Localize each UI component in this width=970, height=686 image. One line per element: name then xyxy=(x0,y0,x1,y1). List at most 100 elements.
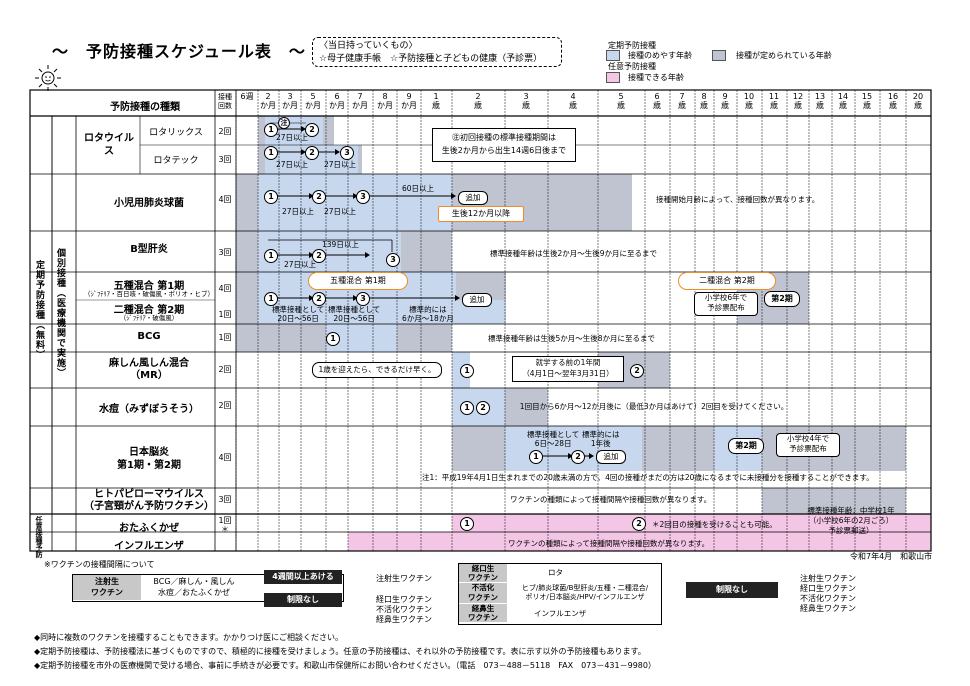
vari-1-dose-marker: 1 xyxy=(460,401,474,415)
legend-optional-label: 任意予防接種 xyxy=(608,62,656,71)
je-std1: 標準接種として 6日～28日 xyxy=(527,430,580,448)
hpv-name: ヒトパピローマウイルス （子宮頸がん予防ワクチン） xyxy=(84,489,214,512)
hepb-rec xyxy=(258,231,401,272)
je-add: 追加 xyxy=(596,450,626,464)
interval-nasal: 経鼻生 ワクチン xyxy=(459,604,507,622)
interval-target1: 注射生ワクチン xyxy=(376,574,432,583)
five-stage2: 第2期 xyxy=(764,291,800,307)
header-vaccine-type: 予防接種の種類 xyxy=(110,102,180,113)
age-10: 3 歳 xyxy=(522,92,530,110)
rota-note: ㊟初回接種の標準接種期間は 生後2か月から出生14週6日後まで xyxy=(432,128,576,162)
pcv-rec xyxy=(258,174,452,231)
pcv-interval-1: 27日以上 xyxy=(282,207,315,216)
rota-t2-dose-marker: 2 xyxy=(305,146,319,160)
interval-no-limit-2: 制限なし xyxy=(686,582,778,598)
header-dose-count: 接種回数 xyxy=(218,93,232,110)
vari-doses: 2回 xyxy=(218,401,232,410)
five-name1: 五種混合 第1期 xyxy=(113,281,185,292)
mumps-2-dose-marker: 2 xyxy=(632,517,646,531)
footnote-3: ◆定期予防接種を市外の医療機関で受ける場合、事前に手続きが必要です。和歌山市保健… xyxy=(34,661,656,670)
pcv-interval-2: 27日以上 xyxy=(324,207,357,216)
je-doses: 4回 xyxy=(218,453,232,462)
hepb-1-dose-marker: 1 xyxy=(264,249,278,263)
interval-four-weeks: 4週間以上あける xyxy=(264,570,342,584)
rota-arrow-3-head xyxy=(335,149,340,155)
rota-sub2: ロタテック xyxy=(153,156,199,166)
rota-note-marker: 注 xyxy=(278,117,290,129)
vari-2-dose-marker: 2 xyxy=(476,401,490,415)
interval-inj: 注射生 ワクチン xyxy=(73,575,141,600)
pcv-arrow-3-head xyxy=(451,193,456,199)
mr-doses: 2回 xyxy=(218,365,232,374)
age-3: 5 か月 xyxy=(305,92,321,110)
five-std1: 標準接種として 20日～56日 xyxy=(272,305,325,323)
side-individual: 個別接種（医療機関で実施） xyxy=(55,248,65,378)
hepb-interval-2: 139日以上 xyxy=(322,240,359,249)
bcg-doses: 1回 xyxy=(218,333,232,342)
hpv-allowed xyxy=(762,488,906,514)
age-13: 6 歳 xyxy=(653,92,661,110)
pcv-doses: 4回 xyxy=(218,195,232,204)
interval-other-table xyxy=(458,563,662,625)
legend-optional-swatch xyxy=(606,72,620,83)
rota-sub2-doses: 3回 xyxy=(218,155,232,164)
hepb-2-dose-marker: 2 xyxy=(312,249,326,263)
five-3-dose-marker: 3 xyxy=(356,292,370,306)
interval-target2: 経口生ワクチン 不活化ワクチン 経鼻生ワクチン xyxy=(376,595,432,624)
je-stage2: 第2期 xyxy=(728,438,764,454)
footnote-2: ◆定期予防接種は、予防接種法に基づくものですので、積極的に接種を受けましょう。任… xyxy=(34,647,646,656)
rota-arrow-2-head xyxy=(301,149,306,155)
five-std2: 標準接種として 20日～56日 xyxy=(328,305,381,323)
age-8: 1 歳 xyxy=(432,92,440,110)
rota-interval-1: 27日以上 xyxy=(276,133,309,142)
age-23: 16 歳 xyxy=(887,92,899,110)
interval-target3: 注射生ワクチン 経口生ワクチン 不活化ワクチン 経鼻生ワクチン xyxy=(800,574,856,613)
rota-name: ロタウイルス xyxy=(84,133,134,157)
je-note: 注1：平成19年4月1日生まれまでの20歳未満の方で、4回の接種がまだの方は20… xyxy=(422,473,874,482)
five-2-dose-marker: 2 xyxy=(312,292,326,306)
side-optional: 任意接種予防 xyxy=(35,516,43,558)
five-std3: 標準的には 6か月～18か月 xyxy=(402,305,454,323)
age-4: 6 か月 xyxy=(329,92,345,110)
bcg-name: BCG xyxy=(137,331,161,342)
je-arrow-1-head xyxy=(568,453,573,459)
je-2-dose-marker: 2 xyxy=(571,450,585,464)
age-7: 9 か月 xyxy=(401,92,417,110)
age-18: 11 歳 xyxy=(768,92,780,110)
five-1-dose-marker: 1 xyxy=(264,292,278,306)
five-arrow-3-head xyxy=(455,295,460,301)
hepb-note: 標準接種年齢は生後2か月～生後9か月に至るまで xyxy=(490,249,658,258)
mumps-opt xyxy=(452,514,931,532)
legend-recommended-swatch xyxy=(606,50,620,61)
interval-inact-list: ヒブ/肺炎球菌/B型肝炎/五種・二種混合/ ポリオ/日本脳炎/HPV/インフルエ… xyxy=(521,584,649,601)
age-2: 3 か月 xyxy=(282,92,298,110)
rota-1-dose-marker: 1 xyxy=(264,123,278,137)
flu-note: ワクチンの種類によって接種間隔や接種回数が異なります。 xyxy=(508,539,710,548)
interval-nasal-list: インフルエンザ xyxy=(534,609,587,618)
mr-1-dose-marker: 1 xyxy=(460,364,474,378)
age-1: 2 か月 xyxy=(260,92,276,110)
mr-2-dose-marker: 2 xyxy=(630,364,644,378)
age-22: 15 歳 xyxy=(861,92,873,110)
pcv-name: 小児用肺炎球菌 xyxy=(114,198,184,209)
interval-no-limit: 制限なし xyxy=(264,593,342,607)
interval-oral: 経口生 ワクチン xyxy=(459,564,507,582)
age-11: 4 歳 xyxy=(569,92,577,110)
age-17: 10 歳 xyxy=(743,92,755,110)
rota-sub1: ロタリックス xyxy=(149,128,203,138)
je-fourth: 小学校4年で 予診票配布 xyxy=(776,433,840,457)
bring-heading: 〈当日持っていくもの〉 xyxy=(319,41,418,51)
mumps-doses: 1回 ＊ xyxy=(218,516,232,534)
rota-t3-dose-marker: 3 xyxy=(340,146,354,160)
five-doses1: 4回 xyxy=(218,284,232,293)
hepb-3-dose-marker: 3 xyxy=(386,253,400,267)
legend-allowed-swatch xyxy=(712,50,726,61)
age-5: 7 か月 xyxy=(352,92,368,110)
side-routine: 定期予防接種（無料） xyxy=(34,260,44,360)
age-14: 7 歳 xyxy=(678,92,686,110)
hpv-doses: 3回 xyxy=(218,495,232,504)
bcg-note: 標準接種年齢は生後5か月～生後8か月に至るまで xyxy=(488,334,656,343)
mr-note1: 1歳を迎えたら、できるだけ早く。 xyxy=(312,362,442,378)
five-name2: 二種混合 第2期 xyxy=(113,305,185,316)
